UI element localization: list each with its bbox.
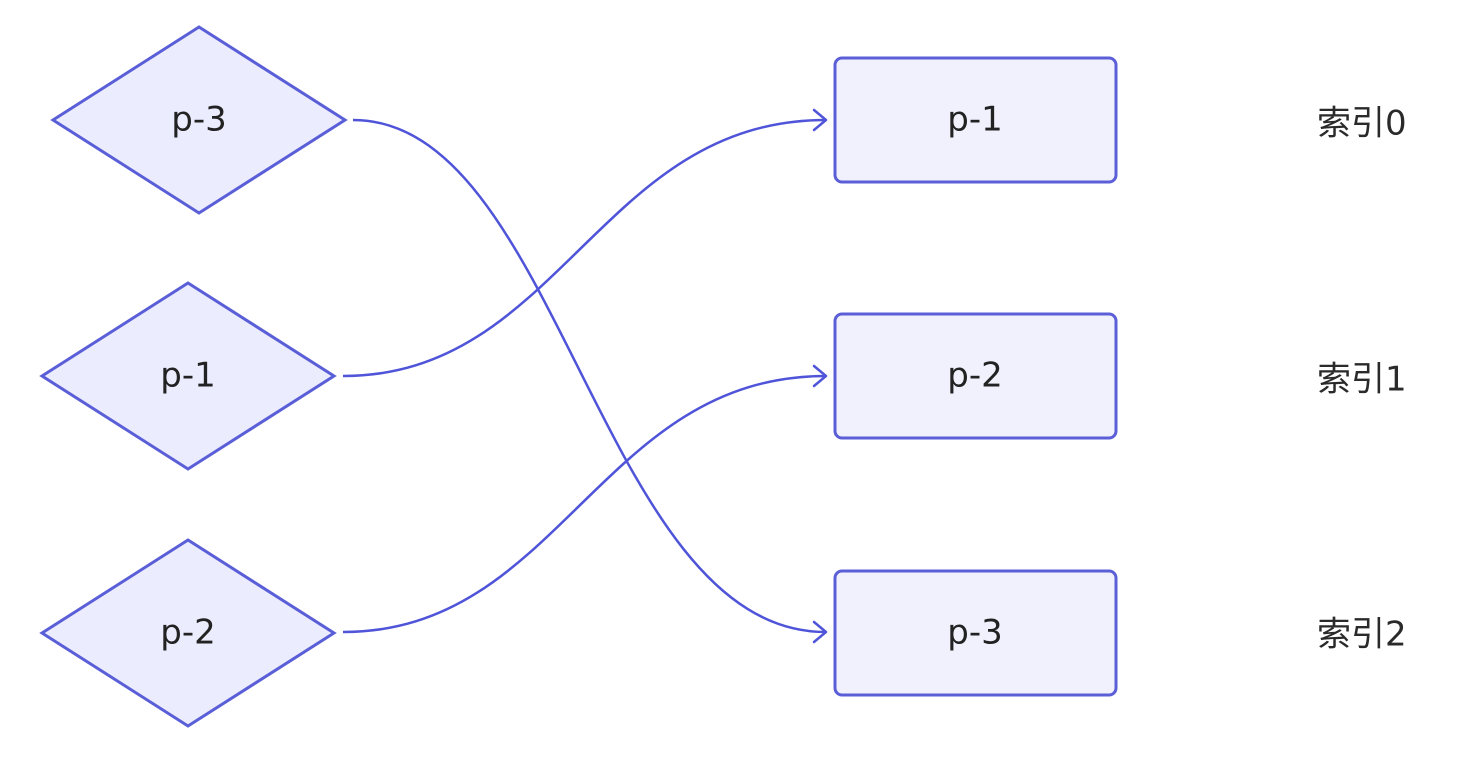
rect-shape <box>833 56 1118 184</box>
node-label: p-2 <box>947 356 1002 396</box>
edge-p2-to-index1 <box>342 374 827 634</box>
edges <box>342 108 828 644</box>
diamond-shape <box>39 281 337 471</box>
left-node-p3: p-3 <box>50 25 348 215</box>
edge-p1-to-index0 <box>342 118 827 378</box>
index-label-1: 索引1 <box>1317 360 1407 400</box>
diamond-shape <box>50 25 348 215</box>
arrowhead-index0 <box>812 108 828 132</box>
edge-p3-to-index2 <box>352 118 827 634</box>
node-label: p-3 <box>171 100 226 140</box>
rect-shape <box>833 312 1118 440</box>
diamond-shape <box>39 538 337 728</box>
index-label-0: 索引0 <box>1317 104 1407 144</box>
node-label: p-1 <box>160 356 215 396</box>
left-node-p1: p-1 <box>39 281 337 471</box>
arrowhead-index2 <box>812 620 828 644</box>
arrowhead-index1 <box>812 364 828 388</box>
right-node-p1: p-1 <box>833 56 1118 184</box>
rect-shape <box>833 569 1118 697</box>
node-label: p-2 <box>160 613 215 653</box>
right-node-p2: p-2 <box>833 312 1118 440</box>
node-label: p-3 <box>947 613 1002 653</box>
node-label: p-1 <box>947 100 1002 140</box>
index-label-2: 索引2 <box>1317 615 1407 655</box>
right-node-p3: p-3 <box>833 569 1118 697</box>
left-node-p2: p-2 <box>39 538 337 728</box>
